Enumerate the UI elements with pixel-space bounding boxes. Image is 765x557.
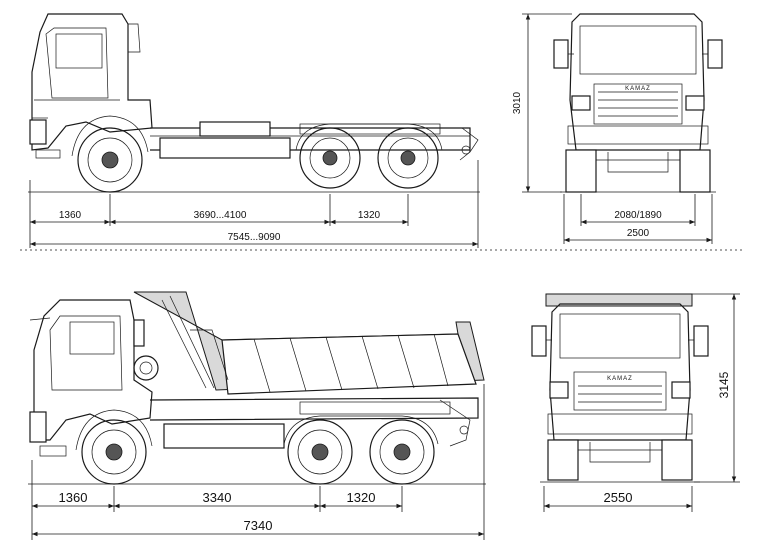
chassis-side-dimensions: 1360 3690...4100 1320 7545...9090 [29,160,479,248]
chassis-rear-wheel-2 [377,127,439,189]
tipper-side-view [28,291,486,485]
tipper-height-label: 3145 [717,371,731,398]
tipper-width-label: 2550 [604,490,633,505]
tipper-overall-length-label: 7340 [244,518,273,533]
chassis-front-overhang-label: 1360 [59,210,82,221]
chassis-overall-length-label: 7545...9090 [228,232,281,243]
tipper-front-dimensions: 3145 2550 [543,293,740,512]
chassis-front-dimensions: 3010 2080/1890 2500 [512,13,713,244]
tipper-front-view: KAMAZ [531,293,709,483]
chassis-height-label: 3010 [512,91,523,114]
tipper-rear-wheel-1 [287,419,353,485]
chassis-bogie-label: 1320 [358,210,381,221]
chassis-front-view: KAMAZ [553,13,723,193]
tipper-front-badge: KAMAZ [607,376,633,382]
tipper-dump-body [133,291,485,395]
tipper-front-wheel [81,419,147,485]
tipper-wheelbase-label: 3340 [203,490,232,505]
tipper-bogie-label: 1320 [347,490,376,505]
tipper-front-overhang-label: 1360 [59,490,88,505]
chassis-width-label: 2500 [627,228,650,239]
tipper-rear-wheel-2 [369,419,435,485]
chassis-side-view [28,13,480,193]
chassis-wheelbase-label: 3690...4100 [194,210,247,221]
chassis-track-label: 2080/1890 [614,210,662,221]
chassis-front-badge: KAMAZ [625,86,651,92]
chassis-rear-wheel-1 [299,127,361,189]
chassis-front-wheel [77,127,143,193]
tipper-side-dimensions: 1360 3340 1320 7340 [31,384,485,540]
